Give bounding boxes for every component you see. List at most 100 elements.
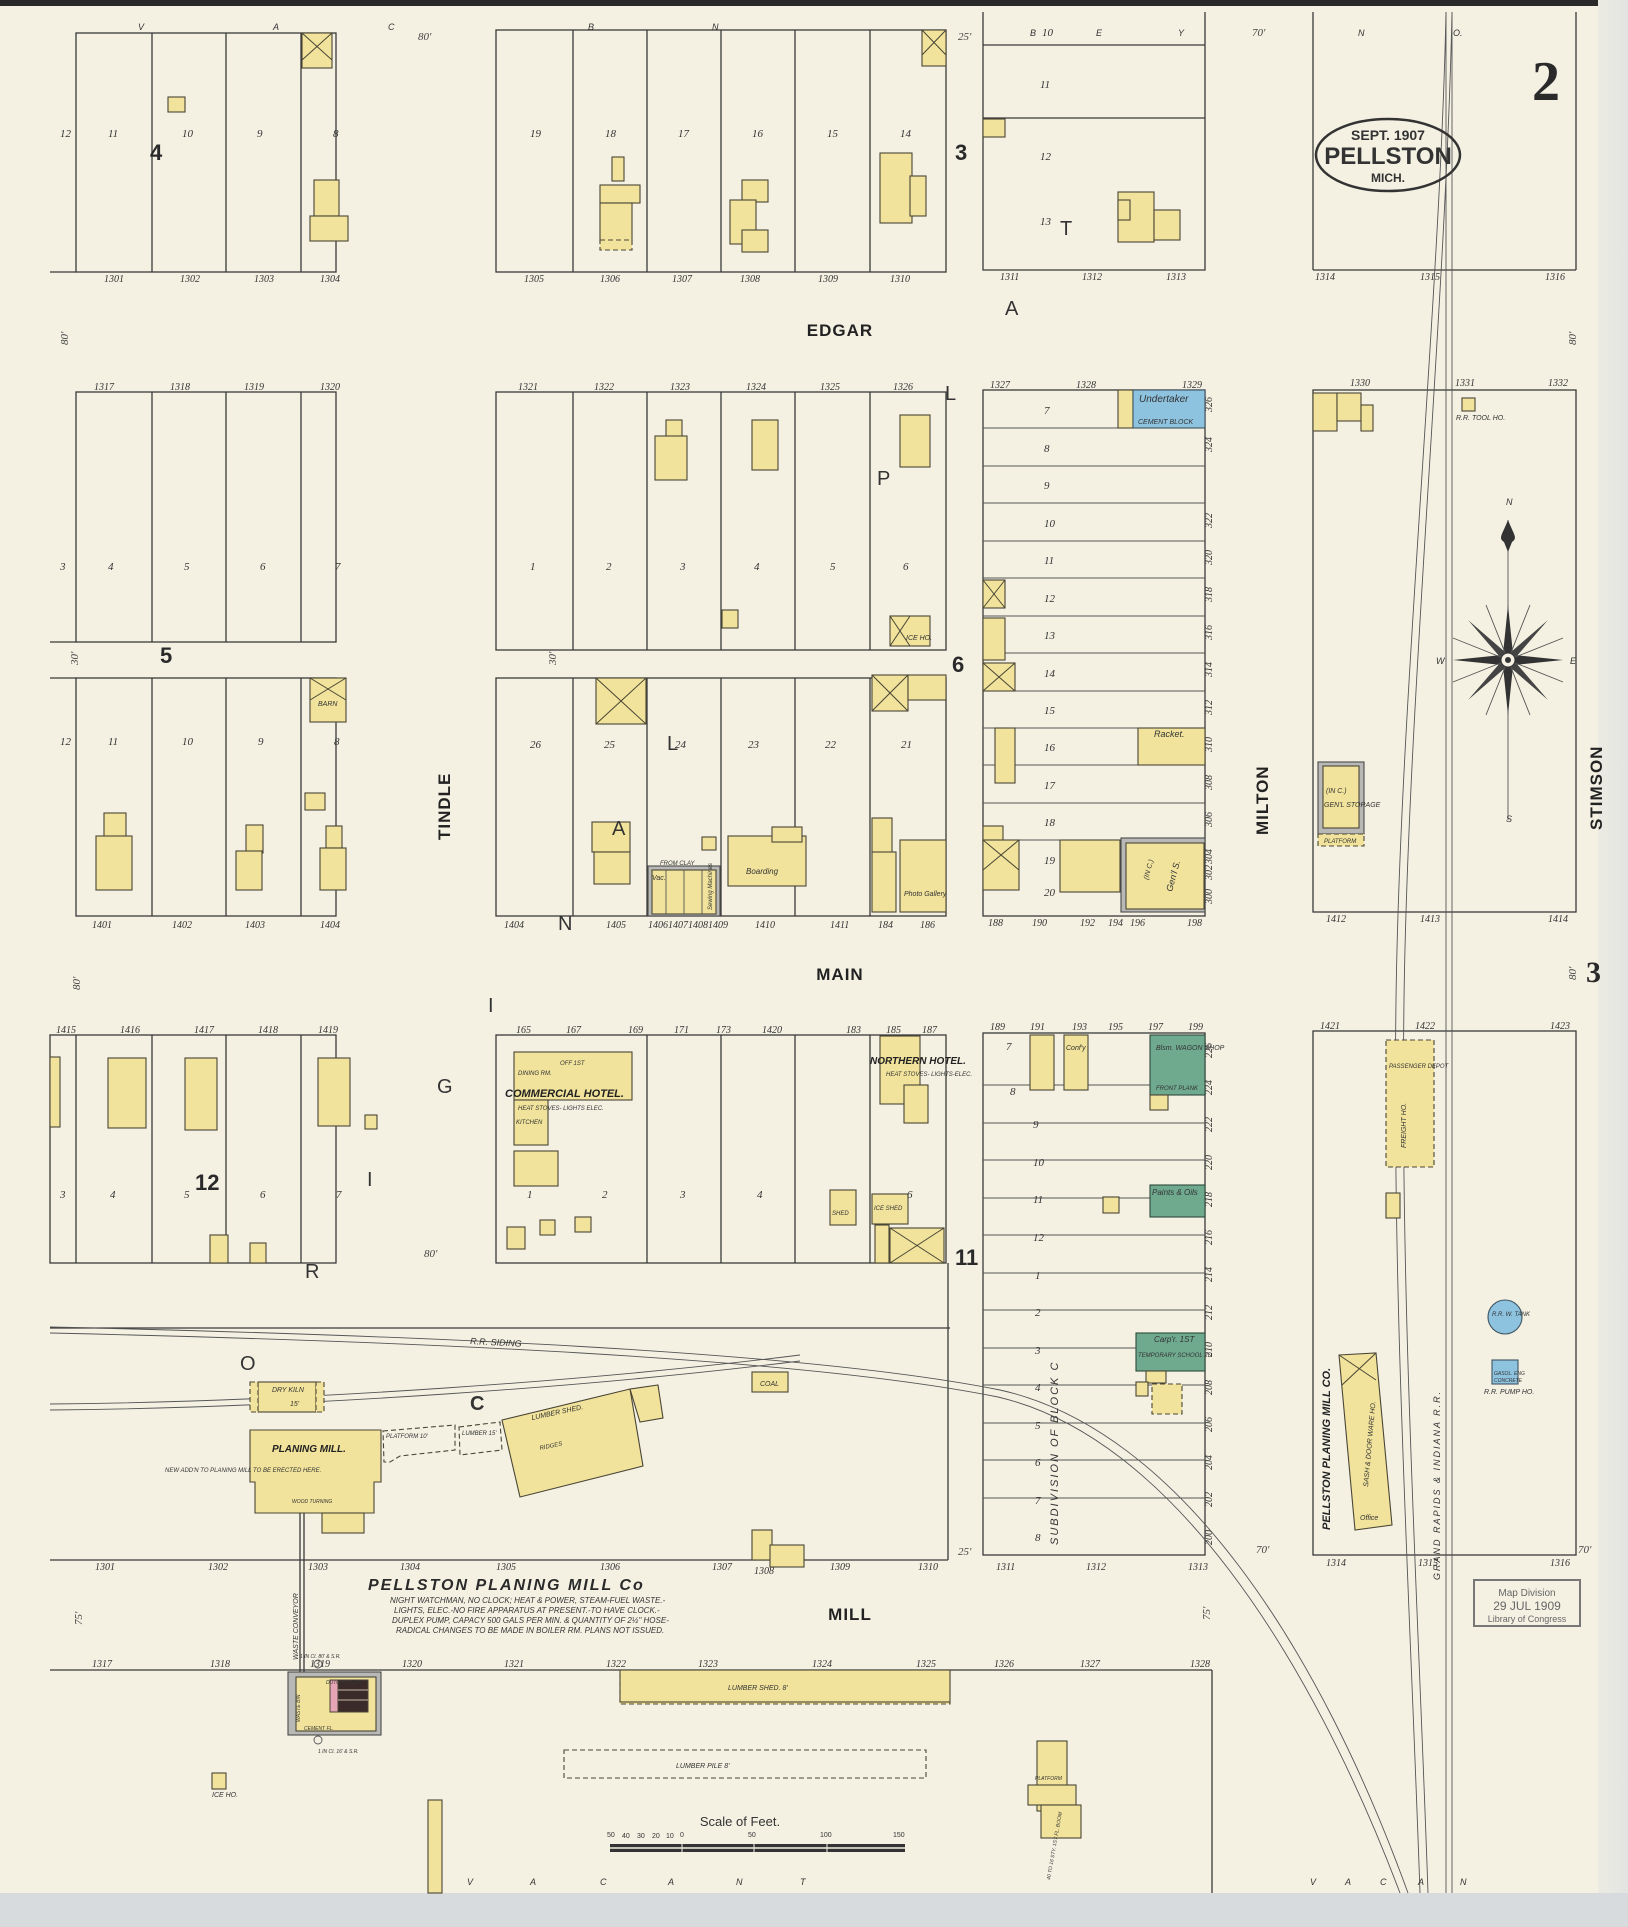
- svg-text:1330: 1330: [1350, 378, 1370, 389]
- svg-text:1410: 1410: [755, 920, 775, 931]
- svg-text:6: 6: [260, 1189, 266, 1201]
- svg-text:2: 2: [606, 561, 612, 573]
- svg-text:8: 8: [333, 128, 339, 140]
- subdivision-label: SUBDIVISION OF BLOCK C: [1049, 1361, 1061, 1545]
- svg-text:O.: O.: [1453, 28, 1463, 38]
- svg-text:7: 7: [335, 561, 341, 573]
- svg-text:1328: 1328: [1190, 1659, 1210, 1670]
- page-number: 2: [1532, 51, 1560, 113]
- svg-text:14: 14: [1044, 668, 1056, 680]
- cartouche-town: PELLSTON: [1324, 143, 1452, 170]
- svg-text:1307: 1307: [712, 1562, 733, 1573]
- svg-text:13: 13: [1040, 216, 1052, 228]
- svg-text:FREIGHT HO.: FREIGHT HO.: [1401, 1103, 1408, 1148]
- svg-text:ICE SHED: ICE SHED: [874, 1206, 903, 1212]
- svg-text:11: 11: [1033, 1194, 1043, 1206]
- svg-text:Paints & Oils: Paints & Oils: [1152, 1188, 1198, 1197]
- svg-text:A: A: [1005, 298, 1019, 320]
- svg-text:306: 306: [1204, 812, 1215, 828]
- svg-text:N: N: [1506, 497, 1513, 507]
- scan-bottom-background: [0, 1893, 1628, 1927]
- svg-text:167: 167: [566, 1025, 582, 1036]
- lot-numbers-subdivision-north: 7 8 9 10 11 12 13 14 15 16 17 18 19 20: [1044, 405, 1056, 899]
- svg-text:70': 70': [1252, 27, 1266, 39]
- svg-text:4: 4: [757, 1189, 763, 1201]
- stamp-line2: 29 JUL 1909: [1493, 1599, 1561, 1613]
- svg-text:1419: 1419: [318, 1025, 338, 1036]
- building-labels: Undertaker CEMENT BLOCK R.R. TOOL HO. IC…: [165, 394, 1534, 1880]
- svg-text:312: 312: [1204, 700, 1215, 716]
- svg-text:3: 3: [679, 561, 686, 573]
- street-mill: MILL: [828, 1605, 872, 1624]
- svg-text:WOOD TURNING: WOOD TURNING: [292, 1499, 332, 1505]
- svg-text:A: A: [529, 1877, 536, 1887]
- buildings-rr-north: [1317, 761, 1365, 847]
- svg-text:26: 26: [530, 739, 542, 751]
- svg-text:1: 1: [1035, 1270, 1041, 1282]
- lot-numbers-block-5: 3 4 5 6 7 12 11 10 9 8: [59, 561, 341, 748]
- svg-text:R.R. W. TANK: R.R. W. TANK: [1492, 1312, 1531, 1318]
- svg-text:16: 16: [1044, 742, 1056, 754]
- svg-text:1325: 1325: [916, 1659, 936, 1670]
- svg-text:1423: 1423: [1550, 1021, 1570, 1032]
- svg-text:15': 15': [290, 1401, 300, 1408]
- svg-text:18: 18: [1044, 817, 1056, 829]
- svg-text:0: 0: [680, 1832, 684, 1839]
- svg-text:1418: 1418: [258, 1025, 278, 1036]
- buildings-subdivision-north: [982, 389, 1206, 913]
- svg-text:1317: 1317: [94, 382, 115, 393]
- block-5: [50, 391, 337, 917]
- buildings-block-5: [95, 677, 347, 891]
- svg-text:19: 19: [1044, 855, 1056, 867]
- svg-text:187: 187: [922, 1025, 938, 1036]
- svg-text:Conf'y: Conf'y: [1066, 1045, 1086, 1052]
- svg-text:1416: 1416: [120, 1025, 140, 1036]
- waste-conveyor: [299, 1513, 305, 1672]
- svg-text:PELLSTON PLANING MILL Co: PELLSTON PLANING MILL Co: [368, 1577, 645, 1594]
- svg-text:25': 25': [958, 31, 972, 43]
- svg-text:5: 5: [184, 561, 190, 573]
- svg-text:1322: 1322: [594, 382, 614, 393]
- svg-text:308: 308: [1204, 775, 1215, 791]
- svg-text:T: T: [800, 1877, 807, 1887]
- buildings-block-mid: [654, 414, 931, 647]
- svg-text:1405: 1405: [606, 920, 626, 931]
- svg-text:9: 9: [258, 736, 264, 748]
- svg-text:12: 12: [195, 1170, 219, 1195]
- svg-text:25: 25: [604, 739, 616, 751]
- svg-text:80': 80': [1567, 331, 1579, 345]
- scale-title: Scale of Feet.: [700, 1814, 780, 1829]
- svg-text:10: 10: [1042, 27, 1054, 39]
- svg-text:1320: 1320: [320, 382, 340, 393]
- street-stimson: STIMSON: [1587, 746, 1606, 830]
- subdivision-block-c-north: [982, 389, 1206, 917]
- svg-text:10: 10: [182, 736, 194, 748]
- svg-text:1326: 1326: [893, 382, 913, 393]
- svg-text:1315: 1315: [1420, 272, 1440, 283]
- addresses-row-5: 1301 1302 1303 1304 1305 1306 1307 1308 …: [95, 1558, 1570, 1577]
- svg-text:75': 75': [73, 1611, 85, 1625]
- svg-text:12: 12: [60, 736, 72, 748]
- svg-text:1308: 1308: [754, 1566, 774, 1577]
- svg-text:PLANING MILL.: PLANING MILL.: [272, 1444, 346, 1455]
- buildings-block-6: [591, 674, 947, 917]
- svg-text:20: 20: [652, 1833, 660, 1840]
- svg-text:1329: 1329: [1182, 380, 1202, 391]
- svg-text:20: 20: [1044, 887, 1056, 899]
- svg-text:1302: 1302: [208, 1562, 228, 1573]
- svg-text:204: 204: [1204, 1455, 1215, 1470]
- svg-text:197: 197: [1148, 1022, 1164, 1033]
- svg-text:326: 326: [1204, 397, 1215, 413]
- svg-text:1324: 1324: [812, 1659, 832, 1670]
- svg-text:24: 24: [675, 739, 687, 751]
- svg-text:RADICAL CHANGES TO BE MADE IN: RADICAL CHANGES TO BE MADE IN BOILER RM.…: [396, 1626, 664, 1635]
- svg-text:RIDGES: RIDGES: [539, 1441, 563, 1452]
- svg-text:5: 5: [830, 561, 836, 573]
- svg-text:A: A: [1417, 1877, 1424, 1887]
- svg-text:Sewing Machines: Sewing Machines: [708, 863, 714, 910]
- svg-text:199: 199: [1188, 1022, 1203, 1033]
- svg-text:N: N: [1460, 1877, 1467, 1887]
- block-3: [495, 29, 947, 273]
- svg-text:1320: 1320: [402, 1659, 422, 1670]
- svg-text:183: 183: [846, 1025, 861, 1036]
